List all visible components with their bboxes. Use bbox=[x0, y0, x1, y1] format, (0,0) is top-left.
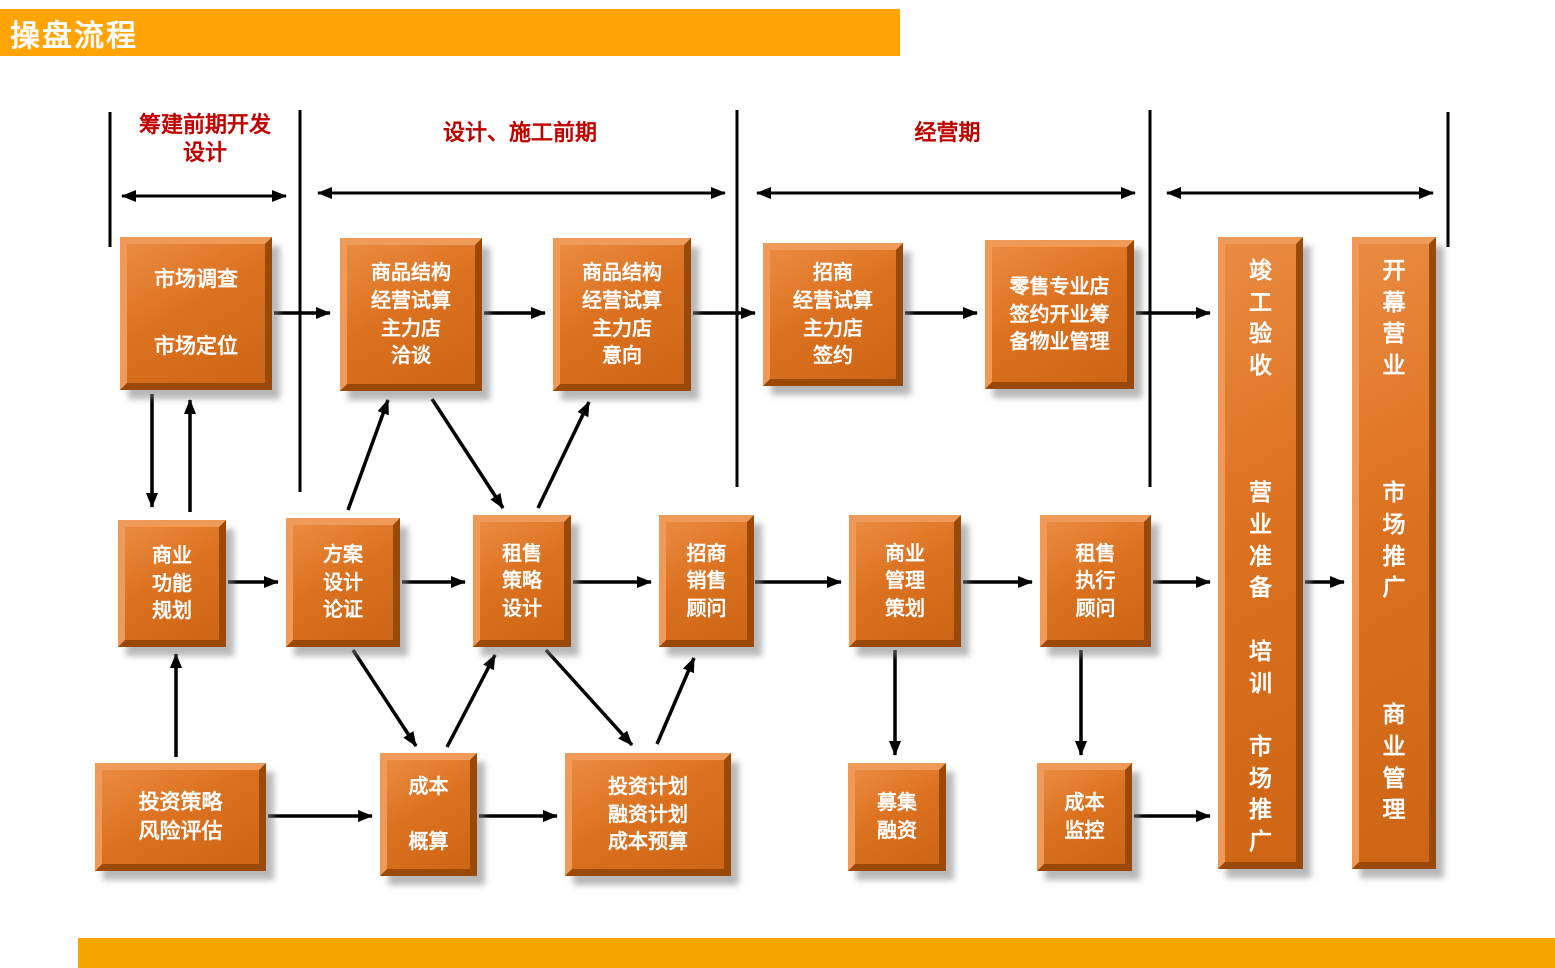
grand-opening-label: 开幕营业 市场推广 商业管理 bbox=[1382, 258, 1406, 824]
node-biz-management-planning: 商业 管理 策划 bbox=[849, 515, 961, 647]
phase-range-arrows bbox=[121, 187, 1434, 202]
node-fundraising: 募集 融资 bbox=[848, 763, 946, 871]
node-biz-function-planning: 商业 功能 规划 bbox=[118, 520, 226, 647]
completion-acceptance-label: 竣工验收 营业准备 培训 市场推广 bbox=[1249, 258, 1272, 856]
phase-label-pre-development: 筹建前期开发 设计 bbox=[138, 113, 271, 166]
node-grand-opening: 开幕营业 市场推广 商业管理 bbox=[1352, 237, 1436, 869]
phase-label-operation: 经营期 bbox=[914, 121, 981, 146]
node-investment-plan: 投资计划 融资计划 成本预算 bbox=[565, 753, 731, 876]
node-retail-signing: 零售专业店 签约开业筹 备物业管理 bbox=[985, 240, 1134, 389]
node-sales-consulting: 招商 销售 顾问 bbox=[659, 515, 754, 647]
node-cost-control: 成本 监控 bbox=[1037, 763, 1132, 871]
node-leasing-execution-consulting: 租售 执行 顾问 bbox=[1040, 515, 1151, 647]
node-merchant-signing: 招商 经营试算 主力店 签约 bbox=[763, 243, 903, 386]
node-leasing-strategy-design: 租售 策略 设计 bbox=[473, 515, 571, 647]
node-structure-talks: 商品结构 经营试算 主力店 洽谈 bbox=[340, 238, 482, 391]
node-structure-intent: 商品结构 经营试算 主力店 意向 bbox=[553, 238, 691, 391]
title-bar: 操盘流程 bbox=[0, 9, 900, 56]
bottom-accent-bar bbox=[78, 938, 1555, 968]
node-investment-strategy: 投资策略 风险评估 bbox=[95, 763, 266, 871]
node-scheme-design-review: 方案 设计 论证 bbox=[286, 518, 400, 647]
phase-label-design-construction: 设计、施工前期 bbox=[442, 121, 597, 146]
node-market-survey: 市场调查 市场定位 bbox=[120, 237, 272, 390]
page-title: 操盘流程 bbox=[10, 18, 138, 54]
node-cost-estimate: 成本 概算 bbox=[380, 753, 477, 876]
node-completion-acceptance: 竣工验收 营业准备 培训 市场推广 bbox=[1218, 237, 1303, 869]
